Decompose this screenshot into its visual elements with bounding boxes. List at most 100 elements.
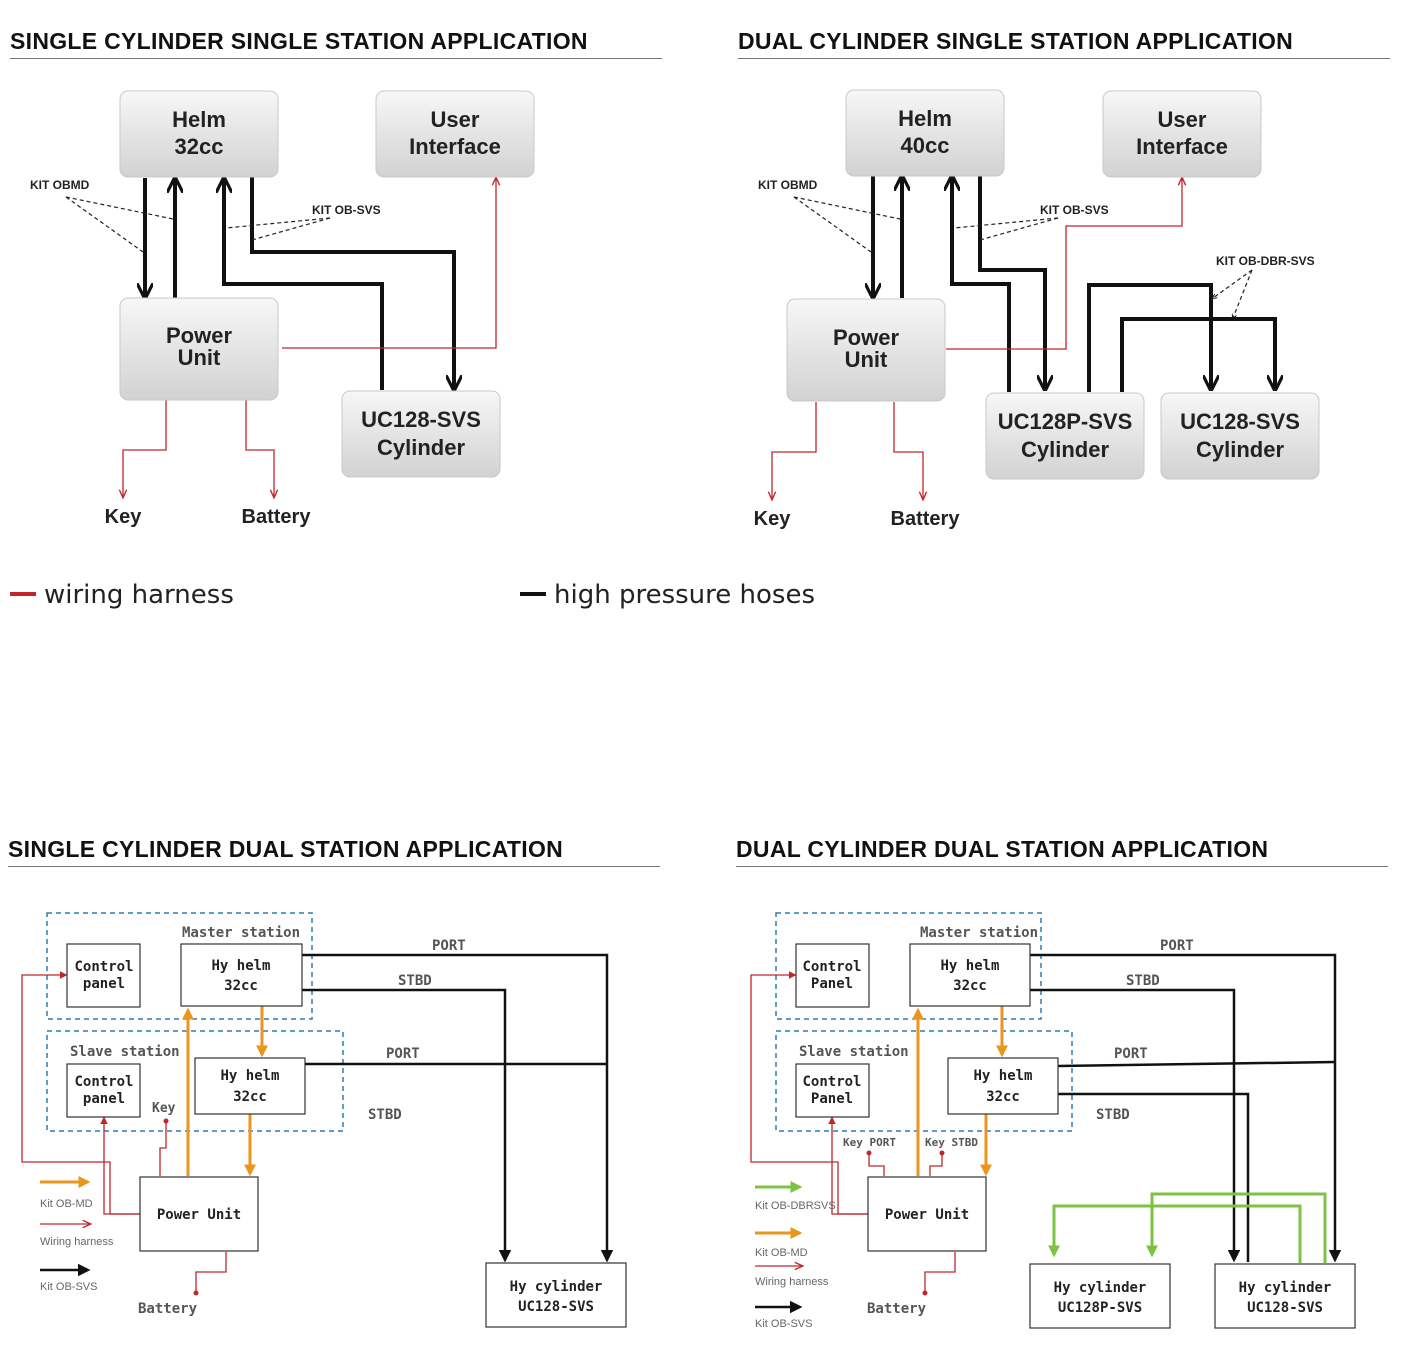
a-kit2-label: KIT OB-SVS bbox=[312, 203, 381, 217]
b-ui-box bbox=[1102, 90, 1262, 178]
b-helm-box bbox=[845, 89, 1005, 177]
hose-swatch bbox=[520, 591, 546, 596]
b-wire-pu-to-battery bbox=[893, 402, 923, 499]
c-cyl-line2: UC128-SVS bbox=[518, 1299, 594, 1315]
c-helm1-line1: Hy helm bbox=[211, 958, 270, 974]
a-kit1-pointer-1 bbox=[65, 196, 144, 253]
b-kit3-label: KIT OB-DBR-SVS bbox=[1216, 254, 1315, 268]
c-wire-key bbox=[159, 1122, 167, 1176]
b-helm-line1: Helm bbox=[898, 106, 952, 131]
d-wire-pu-to-cp2 bbox=[828, 1116, 868, 1215]
b-kit2-pointer-2 bbox=[979, 217, 1059, 241]
panel-a-diagram: KIT OBMD KIT OB-SVS Helm 32cc User Inter… bbox=[30, 90, 535, 528]
d-cp1-line2: Panel bbox=[811, 976, 853, 992]
d-battery-dot bbox=[922, 1290, 928, 1296]
panel-b-rule bbox=[738, 58, 1390, 59]
d-wire-key-port bbox=[868, 1154, 885, 1176]
a-kit1-label: KIT OBMD bbox=[30, 178, 90, 192]
d-legend-kit-obdbrsvs: Kit OB-DBRSVS bbox=[755, 1200, 836, 1212]
b-hose-cyl1-to-helm bbox=[952, 178, 1011, 392]
d-helm2-box bbox=[947, 1057, 1059, 1115]
c-slave-station-border bbox=[46, 1030, 344, 1132]
c-cp2-line2: panel bbox=[83, 1091, 125, 1107]
d-keyport-label: Key PORT bbox=[843, 1136, 896, 1149]
panel-d-diagram: Master station Slave station PORT STBD P… bbox=[750, 912, 1356, 1330]
b-key-label: Key bbox=[754, 508, 792, 530]
d-cyl1-line2: UC128P-SVS bbox=[1058, 1300, 1142, 1316]
legend-hose: high pressure hoses bbox=[520, 580, 815, 610]
d-hose-stbd-1 bbox=[1030, 988, 1241, 1263]
d-cp2-box bbox=[795, 1063, 870, 1118]
a-key-label: Key bbox=[105, 506, 143, 528]
d-cyl1-line1: Hy cylinder bbox=[1054, 1280, 1147, 1296]
d-legend-kit-obsvs: Kit OB-SVS bbox=[755, 1318, 812, 1330]
d-port2-label: PORT bbox=[1114, 1046, 1148, 1062]
b-kit3-pointer-1 bbox=[1213, 269, 1253, 298]
b-kit3-pointer-2 bbox=[1233, 269, 1253, 318]
a-kit2-pointer-2 bbox=[251, 217, 331, 241]
c-hose-port-1 bbox=[302, 953, 614, 1263]
c-helm1-line2: 32cc bbox=[224, 978, 258, 994]
panel-a-title: SINGLE CYLINDER SINGLE STATION APPLICATI… bbox=[10, 28, 588, 54]
d-green-cyl2-to-cyl1-a bbox=[1048, 1204, 1302, 1263]
b-kit2-label: KIT OB-SVS bbox=[1040, 203, 1109, 217]
b-ui-line1: User bbox=[1158, 107, 1207, 132]
d-helm2-line2: 32cc bbox=[986, 1089, 1020, 1105]
d-green-cyl2-to-cyl1-b bbox=[1146, 1192, 1327, 1263]
d-keystbd-label: Key STBD bbox=[925, 1136, 978, 1149]
c-battery-label: Battery bbox=[138, 1301, 198, 1317]
b-pu-line1: Power bbox=[833, 325, 899, 350]
d-cyl2-line2: UC128-SVS bbox=[1247, 1300, 1323, 1316]
d-pu-label: Power Unit bbox=[885, 1207, 969, 1223]
d-cyl2-box bbox=[1214, 1263, 1356, 1329]
b-cyl2-line2: Cylinder bbox=[1196, 437, 1284, 462]
c-pu-box bbox=[139, 1176, 259, 1252]
b-kit1-pointer-1 bbox=[793, 196, 872, 253]
panel-c-rule bbox=[8, 866, 660, 867]
d-hose-port-1 bbox=[1030, 953, 1342, 1263]
a-helm-line1: Helm bbox=[172, 107, 226, 132]
a-kit2-pointer-1 bbox=[225, 217, 331, 229]
a-pu-line1: Power bbox=[166, 323, 232, 348]
legend-wiring-label: wiring harness bbox=[44, 580, 234, 610]
d-helm1-box bbox=[909, 943, 1031, 1007]
a-cyl-line2: Cylinder bbox=[377, 435, 465, 460]
d-key-port-dot bbox=[866, 1150, 872, 1156]
d-port1-label: PORT bbox=[1160, 938, 1194, 954]
c-cp1-line1: Control bbox=[74, 959, 133, 975]
c-cyl-line1: Hy cylinder bbox=[510, 1279, 603, 1295]
c-pu-label: Power Unit bbox=[157, 1207, 241, 1223]
c-helm1-box bbox=[180, 943, 303, 1007]
d-pu-box bbox=[867, 1176, 987, 1252]
panel-d-title: DUAL CYLINDER DUAL STATION APPLICATION bbox=[736, 836, 1269, 862]
b-ui-line2: Interface bbox=[1136, 134, 1228, 159]
c-helm2-box bbox=[194, 1057, 306, 1115]
c-legend-wiring: Wiring harness bbox=[40, 1236, 114, 1248]
c-helm2-line1: Hy helm bbox=[220, 1068, 279, 1084]
d-stbd2-label: STBD bbox=[1096, 1107, 1130, 1123]
c-legend-kit-obmd: Kit OB-MD bbox=[40, 1198, 93, 1210]
a-wire-pu-to-key bbox=[123, 400, 167, 497]
d-key-stbd-dot bbox=[939, 1150, 945, 1156]
a-battery-label: Battery bbox=[242, 506, 312, 528]
a-hose-helm-to-cyl bbox=[250, 176, 454, 388]
wiring-swatch bbox=[10, 591, 36, 596]
b-cyl1-line2: Cylinder bbox=[1021, 437, 1109, 462]
c-battery-dot bbox=[193, 1290, 199, 1296]
panel-c-diagram: Master station Slave station PORT STBD P… bbox=[21, 912, 627, 1328]
d-legend-kit-obmd: Kit OB-MD bbox=[755, 1247, 808, 1259]
a-wire-pu-to-battery bbox=[245, 400, 274, 497]
panel-b-title: DUAL CYLINDER SINGLE STATION APPLICATION bbox=[738, 28, 1294, 54]
b-pu-box bbox=[786, 298, 946, 402]
legend-wiring: wiring harness bbox=[10, 580, 234, 610]
b-hose-cyl1-to-cyl2-b bbox=[1120, 317, 1275, 392]
c-slave-label: Slave station bbox=[70, 1044, 180, 1060]
b-hose-helm-to-cyl1 bbox=[978, 176, 1045, 388]
c-cp1-line2: panel bbox=[83, 976, 125, 992]
panel-b-diagram: KIT OBMD KIT OB-SVS KIT OB-DBR-SVS Helm … bbox=[754, 89, 1320, 530]
b-kit2-pointer-1 bbox=[953, 217, 1059, 229]
b-cyl2-box bbox=[1160, 392, 1320, 480]
a-kit1-pointer-2 bbox=[65, 196, 174, 220]
c-master-station-border bbox=[46, 912, 313, 1020]
